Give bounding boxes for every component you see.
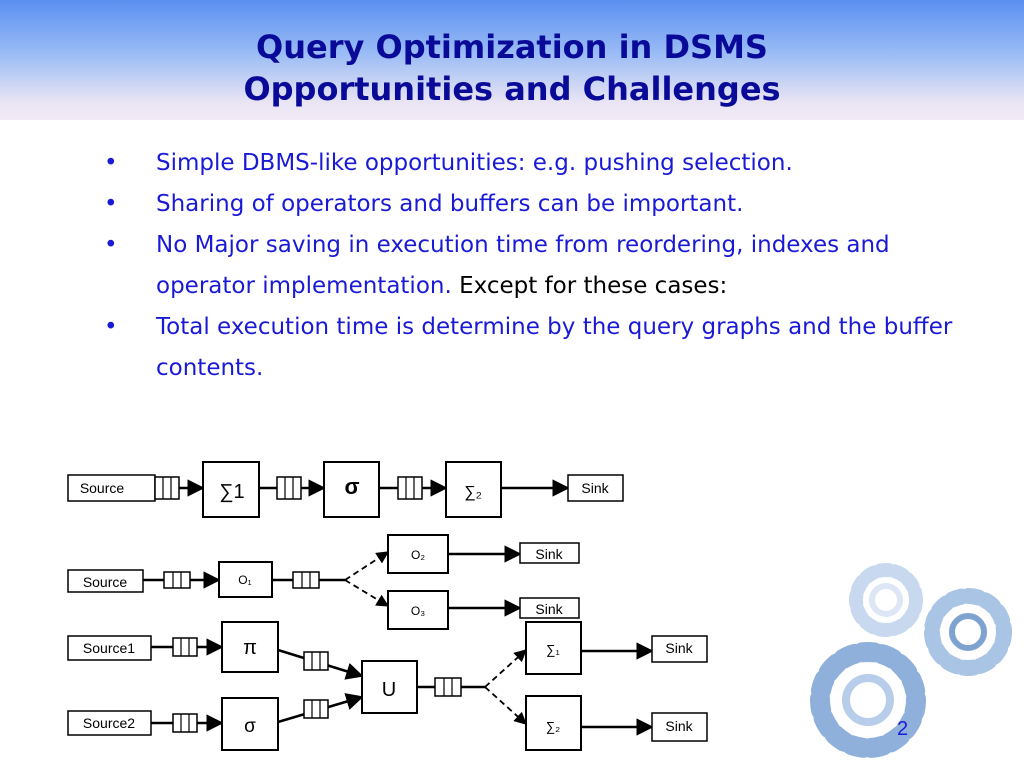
buffer-queue bbox=[434, 677, 462, 697]
row3-source2-label: Source2 bbox=[83, 715, 135, 731]
row2-o3-label: O₃ bbox=[411, 604, 425, 618]
row1-source-label: Source bbox=[80, 480, 125, 496]
row1-sum1-box bbox=[202, 461, 260, 518]
row1-sum2-box bbox=[445, 461, 502, 518]
row2-o2-box bbox=[387, 534, 449, 574]
bullet-text: Total execution time is determine by the… bbox=[156, 314, 953, 381]
bullet-dot: • bbox=[104, 232, 118, 258]
gear-icon bbox=[924, 588, 1012, 676]
row3-source1-label: Source1 bbox=[83, 640, 135, 656]
bullet-text: Sharing of operators and buffers can be … bbox=[156, 191, 744, 217]
dashed-branch bbox=[344, 551, 390, 581]
row3-sigma-label: σ bbox=[244, 716, 256, 737]
buffer-queue bbox=[397, 476, 423, 500]
gears-decoration bbox=[810, 563, 1012, 758]
bullet-item: • Total execution time is determine by t… bbox=[98, 307, 978, 389]
title-line-2: Opportunities and Challenges bbox=[243, 70, 781, 108]
row2-o1-box bbox=[218, 561, 273, 598]
buffer-queue bbox=[292, 571, 320, 589]
bullet-dot: • bbox=[104, 191, 118, 217]
gear-icon bbox=[810, 642, 926, 758]
buffer-queue bbox=[303, 699, 329, 719]
bullet-item: • No Major saving in execution time from … bbox=[98, 225, 978, 307]
buffer-queue bbox=[172, 637, 198, 657]
row2-sink-b-label: Sink bbox=[535, 601, 563, 617]
dashed-branch bbox=[484, 686, 527, 725]
dashed-branch bbox=[484, 649, 527, 688]
buffer-queue bbox=[276, 476, 302, 500]
buffer-queue bbox=[303, 651, 329, 671]
row3-sum1-label: ∑₁ bbox=[546, 642, 560, 657]
row2-sink-a-box bbox=[519, 542, 580, 564]
row3-sink1-box bbox=[651, 635, 708, 663]
title-band bbox=[0, 0, 1024, 120]
bullet-text: Simple DBMS-like opportunities: e.g. pus… bbox=[156, 150, 793, 176]
row1-sum1-label: ∑1 bbox=[219, 481, 244, 503]
row2-o1-label: O₁ bbox=[238, 573, 251, 587]
row3-pi-box bbox=[221, 621, 279, 673]
dashed-branch bbox=[344, 579, 390, 607]
row2-o3-box bbox=[387, 590, 449, 630]
buffer-queue bbox=[154, 476, 180, 500]
row2-sink-b-box bbox=[519, 597, 580, 619]
row2-sink-a-label: Sink bbox=[535, 546, 563, 562]
row1-sum2-label: ∑₂ bbox=[464, 484, 482, 501]
row3-sum2-box bbox=[525, 695, 582, 751]
bullet-list: • Simple DBMS-like opportunities: e.g. pu… bbox=[98, 143, 978, 389]
row3-sum1-box bbox=[525, 621, 582, 675]
row3-sink2-label: Sink bbox=[665, 718, 693, 734]
row3-sum2-label: ∑₂ bbox=[546, 719, 560, 734]
bullet-dot: • bbox=[104, 150, 118, 176]
row1-sigma-box bbox=[323, 461, 380, 518]
row3-sink2-box bbox=[651, 712, 708, 742]
bullet-tail-text: Except for these cases: bbox=[451, 273, 728, 299]
row1-sink-label: Sink bbox=[581, 480, 609, 496]
bullet-item: • Sharing of operators and buffers can be… bbox=[98, 184, 978, 225]
row2-source-label: Source bbox=[83, 574, 128, 590]
bullet-text: No Major saving in execution time from r… bbox=[156, 232, 890, 299]
row3-pi-label: π bbox=[243, 637, 257, 659]
bullet-item: • Simple DBMS-like opportunities: e.g. pu… bbox=[98, 143, 978, 184]
slide-title: Query Optimization in DSMS Opportunities… bbox=[0, 26, 1024, 110]
buffer-queue bbox=[163, 571, 191, 589]
buffer-queue bbox=[172, 713, 198, 733]
row3-sink1-label: Sink bbox=[665, 640, 693, 656]
title-line-1: Query Optimization in DSMS bbox=[256, 28, 768, 66]
bullet-dot: • bbox=[104, 314, 118, 340]
row1-sigma-label: σ bbox=[344, 474, 359, 499]
row1-sink-box bbox=[567, 474, 624, 502]
page-number: 2 bbox=[897, 718, 909, 740]
row3-sigma-box bbox=[221, 697, 279, 751]
row3-union-label: U bbox=[382, 679, 396, 701]
gear-icon bbox=[849, 563, 923, 637]
row2-o2-label: O₂ bbox=[411, 548, 425, 562]
